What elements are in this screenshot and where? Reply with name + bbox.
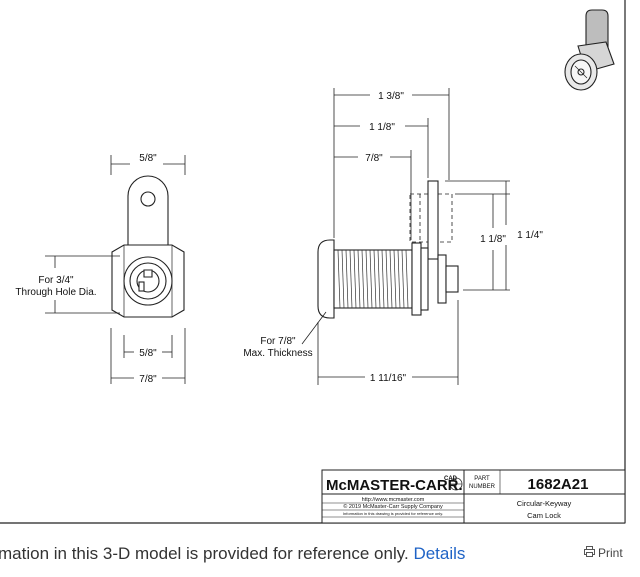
side-dim-cam-outer: 1 1/4" xyxy=(517,230,543,241)
thread-line xyxy=(345,249,349,309)
cad-mark: CAD xyxy=(444,476,458,482)
thread-line xyxy=(365,249,369,309)
part-label-line1: PART xyxy=(474,476,490,482)
side-dim-overall: 1 3/8" xyxy=(378,91,404,102)
thread-line xyxy=(389,249,393,309)
hole-note-line2: Through Hole Dia. xyxy=(15,287,96,298)
front-dim-bottom: 7/8" xyxy=(139,374,157,385)
thread-line xyxy=(369,249,373,309)
print-label: Print xyxy=(598,546,623,560)
part-label-line2: NUMBER xyxy=(469,484,496,490)
side-dim-second: 1 1/8" xyxy=(369,122,395,133)
thread-line xyxy=(381,249,385,309)
side-dim-length: 1 11/16" xyxy=(370,373,407,384)
thickness-note-line2: Max. Thickness xyxy=(243,348,312,359)
mcmaster-logo: McMASTER-CARR. xyxy=(326,477,463,494)
thread-line xyxy=(393,249,397,309)
cam-lock-isometric xyxy=(564,9,615,91)
reference-disclaimer: mation in this 3-D model is provided for… xyxy=(0,544,465,564)
thread-line xyxy=(349,249,353,309)
part-description-line2: Cam Lock xyxy=(527,511,561,520)
front-dim-mid: 5/8" xyxy=(139,348,157,359)
title-block xyxy=(321,469,626,524)
thread-line xyxy=(385,249,389,309)
thread-line xyxy=(377,249,381,309)
thread-line xyxy=(405,249,409,309)
thread-line xyxy=(357,249,361,309)
thread-line xyxy=(401,249,405,309)
cad-drawing: 5/8" 5/8" 7/8" For 3/4" Through Hole Dia… xyxy=(0,0,626,524)
side-view xyxy=(317,180,459,319)
thread-line xyxy=(337,249,341,309)
model-footer: mation in this 3-D model is provided for… xyxy=(0,525,640,577)
title-block-copyright: © 2019 McMaster-Carr Supply Company xyxy=(343,503,443,510)
disclaimer-text: mation in this 3-D model is provided for… xyxy=(0,544,409,563)
thread-line xyxy=(397,249,401,309)
thread-line xyxy=(353,249,357,309)
thread-line xyxy=(341,249,345,309)
front-dim-top: 5/8" xyxy=(139,153,157,164)
part-description-line1: Circular-Keyway xyxy=(517,499,572,508)
details-link[interactable]: Details xyxy=(413,544,466,563)
thread-line xyxy=(361,249,365,309)
thread-line xyxy=(373,249,377,309)
print-button[interactable]: Print xyxy=(584,546,623,560)
side-dims xyxy=(301,88,510,385)
title-block-url: http://www.mcmaster.com xyxy=(362,497,425,503)
front-dims xyxy=(45,155,186,384)
side-dim-third: 7/8" xyxy=(365,153,383,164)
title-block-notice: Information in this drawing is provided … xyxy=(343,511,443,516)
front-view xyxy=(111,175,185,318)
thread-lines xyxy=(337,249,409,309)
hole-note-line1: For 3/4" xyxy=(38,275,74,286)
thickness-note-line1: For 7/8" xyxy=(260,336,296,347)
part-number: 1682A21 xyxy=(528,476,589,493)
side-dim-cam-inner: 1 1/8" xyxy=(480,234,506,245)
printer-icon xyxy=(584,546,595,560)
